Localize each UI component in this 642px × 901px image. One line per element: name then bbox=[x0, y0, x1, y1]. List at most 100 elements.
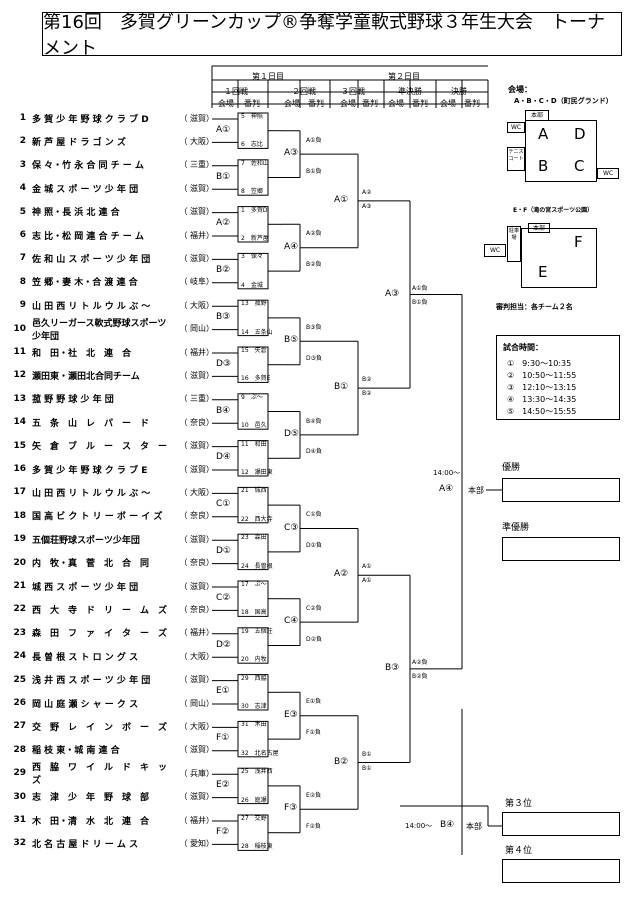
r2-venue: C③ bbox=[284, 522, 299, 533]
runnerup-label: 準優勝 bbox=[502, 523, 530, 533]
team-pref: （ 奈良） bbox=[179, 417, 214, 427]
team-name: 佐 和 山 ス ポ ー ツ 少 年 団 bbox=[32, 254, 151, 265]
r1-team-a: 31 木田 bbox=[241, 721, 267, 729]
schedule-no: ④ bbox=[507, 395, 515, 404]
r1-team-b: 26 庭瀬 bbox=[241, 796, 267, 804]
r2-team-b: F①負 bbox=[306, 729, 321, 737]
field-e: E bbox=[538, 263, 548, 281]
team-name: 長 曽 根 ス ト ロ ン グ ス bbox=[32, 652, 139, 663]
team-pref: （ 滋賀） bbox=[179, 464, 214, 474]
r1-team-a: 25 浅井西 bbox=[241, 768, 273, 776]
page-title: 第16回 多賀グリーンカップ®争奪学童軟式野球３年生大会 トーナメント bbox=[42, 12, 622, 59]
r1-venue: F② bbox=[216, 826, 230, 837]
r1-team-b: 16 多賀E bbox=[241, 375, 271, 383]
day2-label: 第２日目 bbox=[388, 72, 420, 81]
wc-box-1: WC bbox=[507, 122, 525, 133]
r1-team-a: 13 菰野 bbox=[241, 300, 267, 308]
team-number: 4 bbox=[19, 183, 26, 194]
team-name: 浅 井 西 ス ポ ー ツ 少 年 団 bbox=[32, 676, 151, 687]
r2-team-b: D②負 bbox=[306, 635, 322, 643]
third-venue: B④ bbox=[440, 820, 455, 830]
r2-team-b: D④負 bbox=[306, 448, 322, 456]
third-time: 14:00〜 bbox=[405, 822, 433, 830]
schedule-no: ③ bbox=[507, 383, 515, 392]
team-number: 9 bbox=[19, 300, 26, 311]
team-name: 木 田・清 水 北 連 合 bbox=[32, 816, 150, 827]
final-venue: A④ bbox=[439, 484, 454, 494]
r1-team-b: 20 内牧 bbox=[241, 656, 267, 664]
fourth-label: 第４位 bbox=[505, 846, 533, 856]
r2-team-a: B④負 bbox=[306, 417, 322, 425]
schedule-no: ② bbox=[507, 371, 515, 380]
schedule-time: 13:30〜14:35 bbox=[522, 395, 577, 404]
r1-venue: A① bbox=[216, 124, 231, 135]
semi-venue: B③ bbox=[385, 662, 400, 673]
team-pref: （ 滋賀） bbox=[179, 792, 214, 802]
r3-team-b: A① bbox=[362, 577, 372, 585]
r1-venue: D④ bbox=[216, 452, 231, 463]
schedule-no: ① bbox=[507, 359, 515, 368]
r1-team-a: 1 多賀D bbox=[241, 206, 268, 214]
schedule-time: 12:10〜13:15 bbox=[522, 383, 577, 392]
r2-team-a: A②負 bbox=[306, 230, 322, 238]
field-c: C bbox=[574, 157, 585, 175]
r2-venue: D⑤ bbox=[284, 428, 299, 439]
team-pref: （ 岡山） bbox=[179, 324, 214, 334]
team-number: 5 bbox=[19, 206, 26, 217]
team-number: 10 bbox=[13, 323, 26, 334]
r1-team-a: 19 五個荘 bbox=[241, 627, 273, 635]
team-number: 14 bbox=[13, 417, 26, 428]
wc-box-2: WC bbox=[597, 168, 619, 179]
r1-venue: D② bbox=[216, 639, 231, 650]
schedule-time: 9:30〜10:35 bbox=[522, 359, 572, 368]
r3-team-b: A③ bbox=[362, 202, 372, 210]
team-pref: （ 大阪） bbox=[179, 136, 214, 146]
team-name: 五個荘野球スポーツ少年団 bbox=[32, 535, 140, 546]
r1-team-b: 6 志比 bbox=[241, 141, 263, 149]
team-name: 五 条 山 レ パ ー ド bbox=[32, 418, 150, 429]
r1-team-a: 11 和田 bbox=[241, 440, 267, 448]
schedule-label: 試合時間： bbox=[503, 343, 543, 352]
venue-label: 会場： bbox=[508, 85, 532, 94]
r1-team-a: 23 森田 bbox=[241, 534, 267, 542]
r1-team-b: 30 志津 bbox=[241, 703, 267, 710]
team-name: 新 芦 屋 ド ラ ゴ ン ズ bbox=[32, 137, 126, 148]
team-pref: （ 滋賀） bbox=[179, 534, 214, 544]
team-pref: （ 奈良） bbox=[179, 558, 214, 568]
semi-team-a: A①負 bbox=[412, 284, 428, 292]
team-number: 30 bbox=[13, 791, 26, 802]
r1-venue: D③ bbox=[216, 358, 231, 369]
r1-venue: E② bbox=[216, 779, 230, 790]
r3-team-a: A① bbox=[362, 563, 372, 571]
team-number: 21 bbox=[13, 581, 26, 591]
venue-ef-label: E・F（滝の宮スポーツ公園） bbox=[513, 207, 594, 214]
r2-team-b: D①負 bbox=[306, 541, 322, 549]
r1-team-a: 7 佐和山 bbox=[241, 159, 269, 167]
team-pref: （ 滋賀） bbox=[179, 183, 214, 193]
r2-team-a: E①負 bbox=[306, 698, 322, 706]
team-pref: （ 福井） bbox=[179, 628, 214, 638]
team-number: 3 bbox=[19, 159, 26, 170]
team-pref: （ 大阪） bbox=[179, 300, 214, 310]
r1-venue: D① bbox=[216, 545, 231, 556]
team-number: 16 bbox=[13, 464, 26, 474]
team-pref: （ 岐阜） bbox=[179, 277, 214, 287]
r2-team-a: E②負 bbox=[306, 791, 322, 799]
r1-team-b: 14 五条山 bbox=[241, 328, 273, 336]
team-name: 志 比・松 岡 連 合 チ ー ム bbox=[32, 231, 144, 242]
team-number: 29 bbox=[13, 768, 26, 779]
